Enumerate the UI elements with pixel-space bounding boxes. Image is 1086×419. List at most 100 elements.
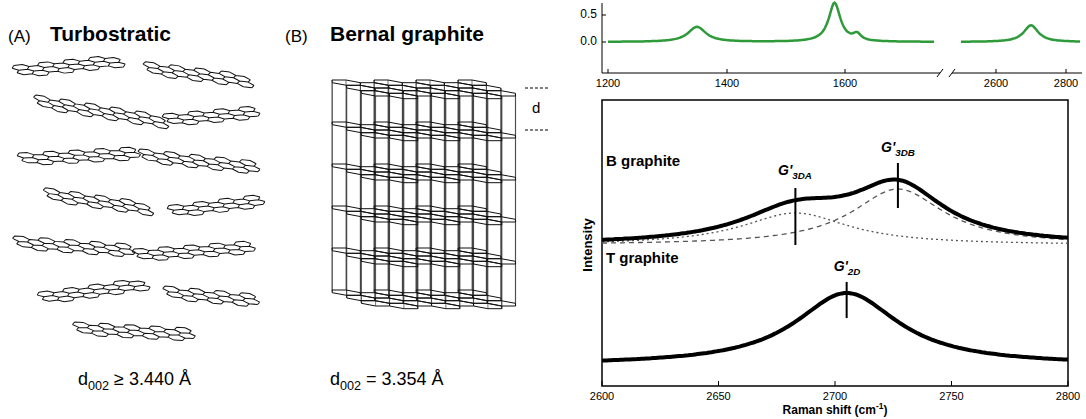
hexagon-net (162, 106, 261, 127)
graphene-layer (332, 80, 516, 99)
graphene-layer (332, 122, 516, 141)
tick (608, 69, 609, 73)
graphene-sheet (137, 149, 261, 175)
label-text: 2800 (1056, 390, 1080, 402)
label-text: 0.5 (580, 8, 597, 21)
tick (996, 69, 997, 73)
axis-line (602, 73, 940, 74)
plot-box (602, 100, 1068, 386)
graphene-sheet (162, 286, 261, 307)
hexagon-net (332, 164, 516, 183)
spectrum-line (608, 3, 934, 42)
graphene-layer (332, 248, 516, 267)
hexagon-net (132, 241, 256, 262)
hexagon-net (332, 122, 516, 141)
subscript: 3DA (792, 170, 812, 181)
label-text: (B) (285, 28, 308, 47)
hexagon-net (167, 194, 266, 219)
hexagon-net (137, 149, 261, 175)
hexagon-net (332, 248, 516, 267)
graphene-sheet (32, 95, 171, 129)
label-text: Raman shift (cm (783, 403, 876, 417)
label-text: 2750 (939, 390, 963, 402)
tick (602, 42, 606, 43)
hexagon-net (332, 80, 516, 99)
graphene-sheet (17, 147, 141, 166)
graphene-sheet (12, 54, 126, 79)
hexagon-net (162, 286, 261, 307)
hexagon-net (72, 322, 196, 341)
label-group: d002 ≥ 3.440 Å (78, 370, 191, 393)
label-text: Bernal graphite (330, 22, 484, 45)
label-text: ) (883, 403, 887, 417)
label-text: 1400 (715, 77, 739, 89)
label-text: 1600 (833, 77, 857, 89)
label-text: 2650 (706, 390, 730, 402)
tick (602, 15, 606, 16)
label-text: (A) (8, 28, 31, 47)
graphene-layer (332, 290, 516, 309)
peak-marker (846, 282, 848, 318)
subscript: 002 (88, 379, 109, 393)
subscript: 002 (340, 379, 361, 393)
hexagon-net (17, 147, 141, 166)
tick (727, 69, 728, 73)
label-text: ≥ 3.440 Å (114, 369, 191, 389)
label-text: G' (881, 139, 895, 155)
tick (1066, 69, 1067, 73)
tick (951, 381, 952, 386)
label-text: 2800 (1054, 77, 1078, 89)
tick (718, 381, 719, 386)
label-text: Turbostratic (50, 22, 171, 45)
label-text: d (532, 100, 540, 117)
label-group: Raman shift (cm-1) (783, 402, 888, 417)
label-group: G'2D (834, 259, 861, 278)
label-text: 2600 (984, 77, 1008, 89)
label-text: d (330, 369, 340, 389)
label-text: G' (778, 162, 792, 178)
hexagon-net (32, 95, 171, 129)
bernal-lattice (332, 80, 516, 309)
subscript: 3DB (895, 147, 915, 158)
tick (602, 381, 603, 386)
hexagon-net (37, 277, 151, 305)
subscript: 2D (848, 266, 861, 277)
stacking-lines (332, 80, 516, 309)
tick (835, 381, 836, 386)
label-text: d (78, 369, 88, 389)
interlayer-marker (525, 88, 550, 130)
hexagon-net (332, 290, 516, 309)
label-text: 0.0 (580, 35, 597, 48)
axis-line (952, 73, 1082, 74)
peak-marker (897, 163, 899, 208)
axis-line (602, 3, 603, 73)
raman-spectrum (608, 3, 1080, 42)
plot-frame (602, 100, 1068, 386)
axis-break (937, 69, 943, 77)
superscript: -1 (876, 401, 883, 411)
tick (1068, 381, 1069, 386)
t-graphite-band (602, 293, 1068, 361)
graphene-sheet (142, 61, 256, 88)
graphene-sheet (37, 277, 151, 305)
axis-break (949, 69, 955, 77)
label-text: = 3.354 Å (366, 369, 444, 389)
graphene-layer (332, 164, 516, 183)
turbostratic-sheets (12, 54, 266, 341)
label-text: 2600 (590, 390, 614, 402)
label-group: d002 = 3.354 Å (330, 370, 444, 393)
label-group: G'3DB (881, 140, 915, 159)
hexagon-net (142, 61, 256, 88)
graphene-sheet (72, 322, 196, 341)
label-group: G'3DA (778, 163, 812, 182)
spectrum-axes (602, 3, 1082, 77)
dashed-line (525, 130, 550, 131)
spectrum-line (961, 25, 1080, 41)
hexagon-net (12, 54, 126, 79)
tick (845, 69, 846, 73)
label-text: B graphite (606, 153, 680, 170)
hexagon-net (12, 236, 136, 257)
graphene-sheet (132, 241, 256, 262)
